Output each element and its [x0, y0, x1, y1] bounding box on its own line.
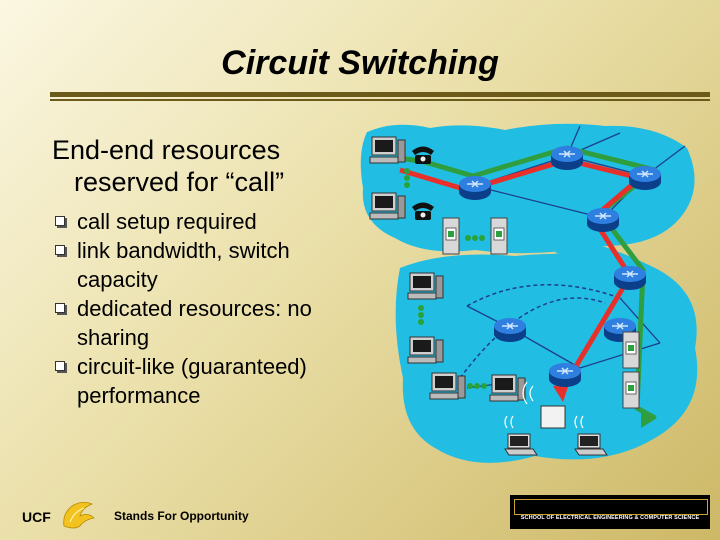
bullet-item: circuit-like (guaranteed) performance — [55, 352, 345, 410]
pc-icon — [489, 374, 526, 402]
title-rule-thin — [50, 99, 710, 101]
router-icon — [548, 362, 582, 388]
bullet-item: link bandwidth, switch capacity — [55, 236, 345, 294]
school-name: SCHOOL OF ELECTRICAL ENGINEERING & COMPU… — [520, 515, 700, 521]
circuit-arrow-green — [641, 408, 657, 428]
bullet-item: call setup required — [55, 207, 345, 236]
bullet-square-icon — [55, 303, 65, 313]
link-dots-icon — [404, 168, 410, 188]
network-cloud-bottom — [395, 253, 698, 463]
school-banner: SCHOOL OF ELECTRICAL ENGINEERING & COMPU… — [510, 495, 710, 529]
ucf-tagline: Stands For Opportunity — [114, 509, 249, 523]
pc-icon — [369, 192, 406, 220]
ucf-logo: UCF — [22, 502, 95, 529]
title-rule-thick — [50, 92, 710, 97]
bullet-item: dedicated resources: no sharing — [55, 294, 345, 352]
link-dots-icon — [418, 305, 424, 325]
bullet-square-icon — [55, 361, 65, 371]
pc-icon — [407, 272, 444, 300]
router-icon — [493, 317, 527, 343]
heading-line-2: reserved for “call” — [74, 167, 285, 197]
circuit-arrow-red — [553, 384, 569, 402]
school-banner-bar — [514, 499, 708, 515]
server-icon — [490, 217, 508, 255]
bullet-list: call setup required link bandwidth, swit… — [55, 207, 345, 410]
server-icon — [622, 331, 640, 369]
heading-line-1: End-end resources — [52, 135, 281, 165]
slide-title: Circuit Switching — [221, 44, 499, 82]
pc-icon — [429, 372, 466, 400]
server-icon — [442, 217, 460, 255]
wireless-base-station-icon — [522, 381, 566, 429]
link-dots-icon — [467, 383, 487, 389]
router-icon — [613, 265, 647, 291]
pc-icon — [369, 136, 406, 164]
link-dots-icon — [465, 235, 485, 241]
router-icon — [586, 207, 620, 233]
server-icon — [622, 371, 640, 409]
router-icon — [550, 145, 584, 171]
bullet-square-icon — [55, 245, 65, 255]
pc-icon — [407, 336, 444, 364]
router-icon — [628, 165, 662, 191]
bullet-square-icon — [55, 216, 65, 226]
svg-text:UCF: UCF — [22, 509, 51, 525]
network-diagram — [360, 123, 698, 463]
router-icon — [458, 175, 492, 201]
slide-heading: End-end resources reserved for “call” — [52, 134, 352, 198]
pegasus-icon — [63, 502, 95, 529]
